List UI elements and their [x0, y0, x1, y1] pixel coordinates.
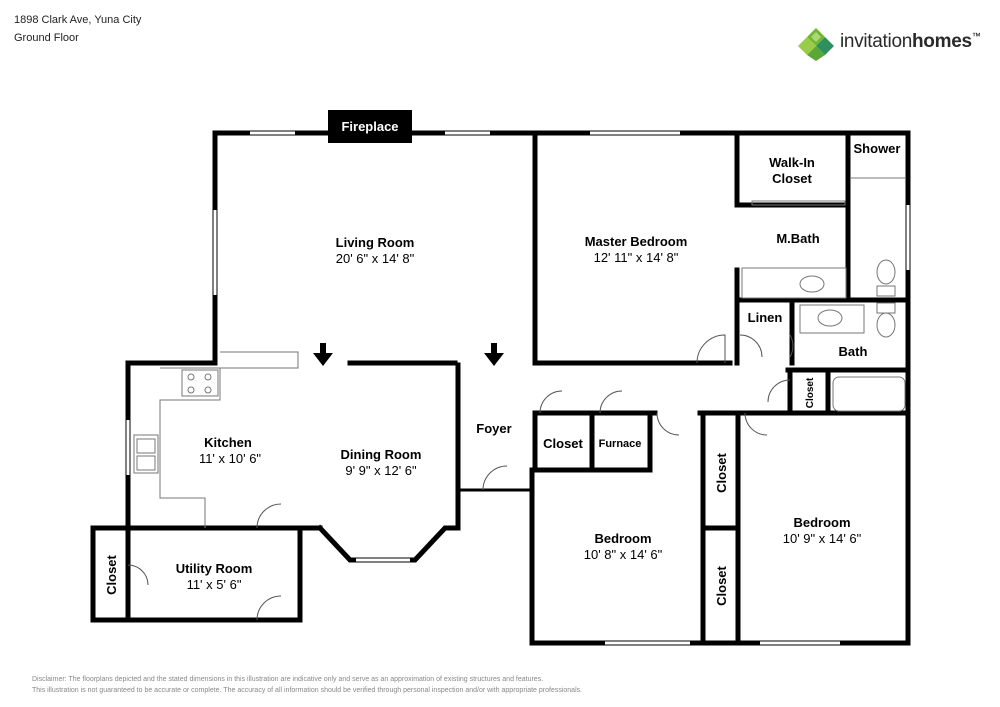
walk-in-closet-label-2: Closet — [772, 171, 812, 186]
hall-closet-label: Closet — [543, 436, 583, 451]
rotated-closet-labels: Closet Closet Closet Closet — [104, 377, 816, 606]
utility-room-label: Utility Room — [176, 561, 253, 576]
shower-label: Shower — [854, 141, 901, 156]
furnace-label: Furnace — [599, 438, 642, 450]
disclaimer-line-1: Disclaimer: The floorplans depicted and … — [32, 676, 544, 683]
living-room-label: Living Room — [336, 235, 415, 250]
master-bedroom-label: Master Bedroom — [585, 234, 688, 249]
bath-label: Bath — [839, 344, 868, 359]
fireplace-label: Fireplace — [341, 119, 398, 134]
bedroom-1-dims: 10' 8" x 14' 6" — [584, 547, 663, 562]
bedroom-2-dims: 10' 9" x 14' 6" — [783, 531, 862, 546]
fireplace — [328, 110, 412, 143]
dining-room-dims: 9' 9" x 12' 6" — [345, 463, 417, 478]
bedroom-closet-1-label: Closet — [714, 452, 729, 492]
bedroom-closet-2-label: Closet — [714, 565, 729, 605]
floor-label: Ground Floor — [14, 32, 79, 44]
kitchen-label: Kitchen — [204, 435, 252, 450]
windows — [126, 131, 910, 645]
kitchen-counters — [133, 351, 299, 528]
bath-closet-label: Closet — [805, 377, 816, 408]
kitchen-dims: 11' x 10' 6" — [199, 451, 261, 466]
door-swings — [127, 334, 794, 621]
room-labels: Living Room 20' 6" x 14' 8" Master Bedro… — [176, 141, 901, 592]
walk-in-closet-label-1: Walk-In — [769, 155, 815, 170]
entry-arrows — [313, 343, 504, 366]
master-bedroom-dims: 12' 11" x 14' 8" — [594, 250, 679, 265]
brand-logo-icon — [798, 28, 834, 61]
bath-fixtures — [741, 177, 906, 412]
address-text: 1898 Clark Ave, Yuna City — [14, 14, 142, 26]
living-room-dims: 20' 6" x 14' 8" — [336, 251, 415, 266]
brand-logo: invitationhomes™ — [798, 27, 988, 61]
utility-closet-label: Closet — [104, 554, 119, 594]
foyer-label: Foyer — [476, 421, 511, 436]
dining-room-label: Dining Room — [341, 447, 422, 462]
brand-wordmark: invitationhomes™ — [840, 31, 981, 52]
linen-label: Linen — [748, 310, 783, 325]
bedroom-2-label: Bedroom — [793, 515, 850, 530]
disclaimer-line-2: This illustration is not guaranteed to b… — [32, 687, 583, 694]
utility-room-dims: 11' x 5' 6" — [187, 577, 242, 592]
mbath-label: M.Bath — [776, 231, 819, 246]
bedroom-1-label: Bedroom — [594, 531, 651, 546]
